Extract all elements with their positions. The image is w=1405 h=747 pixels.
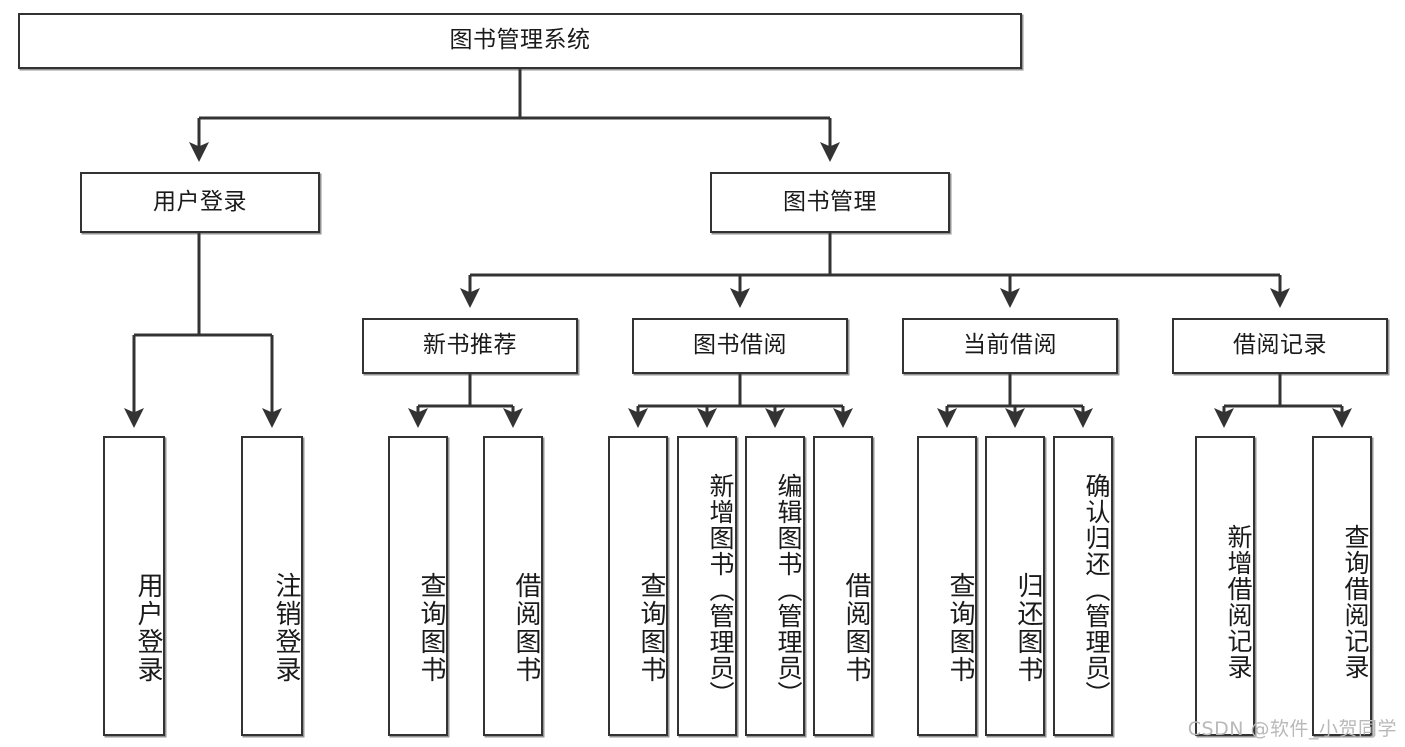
node-leaf-borrow-book-1-label: 借阅图书 [511, 572, 541, 684]
node-new-book-recommend[interactable]: 新书推荐 [362, 318, 578, 374]
node-leaf-query-book-3-label: 查询图书 [945, 572, 975, 684]
node-leaf-return-book-label: 归还图书 [1013, 572, 1043, 684]
node-book-manage[interactable]: 图书管理 [710, 172, 950, 233]
node-leaf-add-book-label: 新增图书（管理员） [706, 473, 735, 707]
node-leaf-borrow-book-2-label: 借阅图书 [841, 572, 871, 684]
node-leaf-query-book-3[interactable]: 查询图书 [917, 436, 977, 736]
node-borrow-record-label: 借阅记录 [1233, 332, 1327, 359]
node-leaf-query-book-2[interactable]: 查询图书 [608, 436, 668, 736]
node-leaf-return-book[interactable]: 归还图书 [985, 436, 1045, 736]
node-current-borrow[interactable]: 当前借阅 [902, 318, 1118, 374]
node-leaf-query-book-2-label: 查询图书 [636, 572, 666, 684]
node-leaf-query-book-1[interactable]: 查询图书 [388, 436, 448, 736]
node-leaf-query-record[interactable]: 查询借阅记录 [1312, 436, 1372, 736]
node-leaf-borrow-book-1[interactable]: 借阅图书 [483, 436, 543, 736]
node-leaf-user-login-label: 用户登录 [133, 572, 163, 684]
node-leaf-logout-label: 注销登录 [271, 572, 301, 684]
node-new-book-recommend-label: 新书推荐 [423, 332, 517, 359]
node-user-login-label: 用户登录 [153, 188, 247, 215]
node-book-manage-label: 图书管理 [783, 188, 877, 215]
node-leaf-confirm-return-label: 确认归还（管理员） [1082, 473, 1111, 707]
node-book-borrow-label: 图书借阅 [693, 332, 787, 359]
node-leaf-add-record[interactable]: 新增借阅记录 [1195, 436, 1255, 736]
node-leaf-edit-book-label: 编辑图书（管理员） [774, 473, 803, 707]
node-user-login[interactable]: 用户登录 [80, 172, 320, 233]
node-leaf-user-login[interactable]: 用户登录 [103, 436, 165, 736]
node-leaf-add-book[interactable]: 新增图书（管理员） [677, 436, 737, 736]
node-current-borrow-label: 当前借阅 [963, 332, 1057, 359]
node-leaf-borrow-book-2[interactable]: 借阅图书 [813, 436, 873, 736]
node-root[interactable]: 图书管理系统 [18, 13, 1022, 69]
node-leaf-query-book-1-label: 查询图书 [416, 572, 446, 684]
node-leaf-logout[interactable]: 注销登录 [241, 436, 303, 736]
node-root-label: 图书管理系统 [449, 27, 591, 54]
watermark-text: CSDN @软件_小贺同学 [1187, 718, 1397, 740]
node-leaf-edit-book[interactable]: 编辑图书（管理员） [745, 436, 805, 736]
node-leaf-query-record-label: 查询借阅记录 [1341, 524, 1370, 680]
node-borrow-record[interactable]: 借阅记录 [1172, 318, 1388, 374]
node-leaf-add-record-label: 新增借阅记录 [1224, 524, 1253, 680]
node-leaf-confirm-return[interactable]: 确认归还（管理员） [1053, 436, 1113, 736]
node-book-borrow[interactable]: 图书借阅 [632, 318, 848, 374]
